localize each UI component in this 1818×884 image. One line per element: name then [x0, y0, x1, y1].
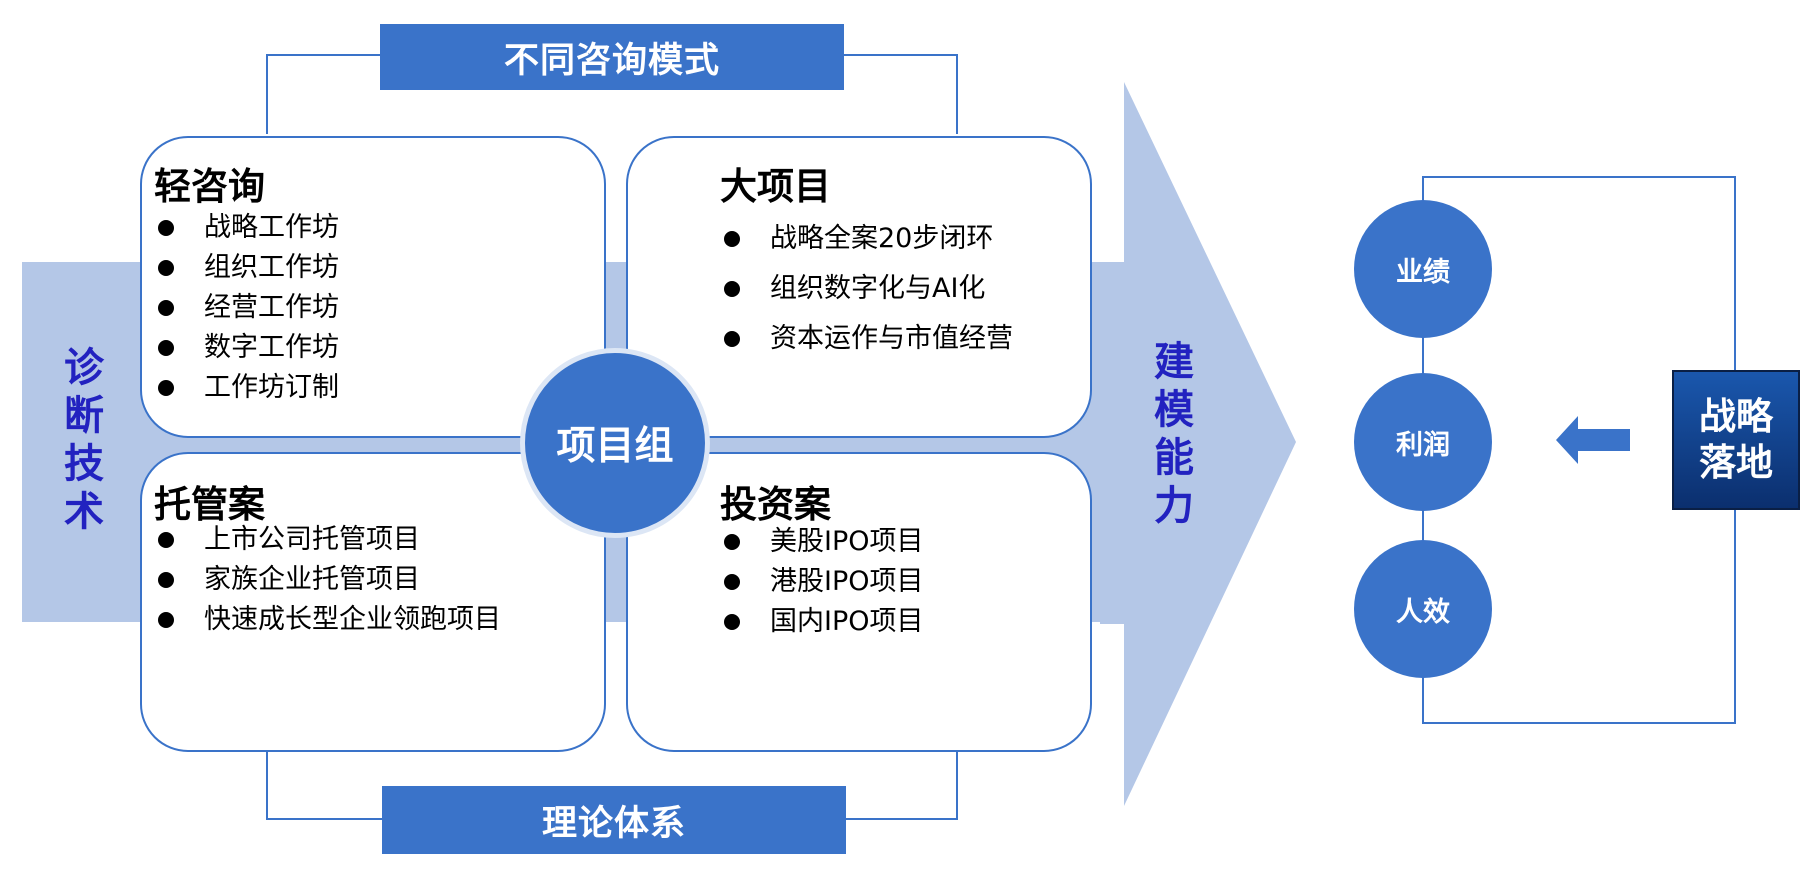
landing-text: 战略 落地	[1699, 394, 1773, 486]
list-item: 战略工作坊	[158, 208, 339, 248]
list-item: 家族企业托管项目	[158, 560, 501, 600]
list-item: 快速成长型企业领跑项目	[158, 600, 501, 640]
list-item: 经营工作坊	[158, 288, 339, 328]
bullet-list: 战略工作坊 组织工作坊 经营工作坊 数字工作坊 工作坊订制	[158, 208, 339, 408]
list-item: 上市公司托管项目	[158, 520, 501, 560]
diagnosis-label: 诊断技术	[64, 345, 104, 535]
list-item: 战略全案20步闭环	[724, 214, 1013, 264]
header-title: 不同咨询模式	[503, 40, 720, 81]
list-item: 港股IPO项目	[724, 562, 924, 602]
kpi-label: 业绩	[1396, 256, 1450, 288]
footer-title-bar: 理论体系	[382, 786, 846, 854]
quadrant-title: 大项目	[720, 165, 831, 208]
kpi-performance: 业绩	[1354, 200, 1492, 338]
left-arrow-icon	[1556, 416, 1630, 464]
strategy-landing-box: 战略 落地	[1672, 370, 1800, 510]
modeling-ability-label: 建模能力	[1154, 339, 1194, 529]
kpi-label: 利润	[1396, 429, 1450, 461]
list-item: 组织数字化与AI化	[724, 264, 1013, 314]
quadrant-title: 托管案	[154, 483, 265, 526]
quadrant-hosted-case: 托管案 上市公司托管项目 家族企业托管项目 快速成长型企业领跑项目	[140, 452, 606, 752]
bullet-list: 上市公司托管项目 家族企业托管项目 快速成长型企业领跑项目	[158, 520, 501, 640]
quadrant-light-consulting: 轻咨询 战略工作坊 组织工作坊 经营工作坊 数字工作坊 工作坊订制	[140, 136, 606, 438]
landing-line: 落地	[1699, 441, 1773, 484]
list-item: 资本运作与市值经营	[724, 314, 1013, 364]
list-item: 数字工作坊	[158, 328, 339, 368]
quadrant-title: 轻咨询	[154, 165, 265, 208]
landing-line: 战略	[1699, 395, 1773, 438]
list-item: 组织工作坊	[158, 248, 339, 288]
project-team-circle: 项目组	[520, 348, 710, 538]
arrow-shape	[1556, 416, 1630, 464]
list-item: 工作坊订制	[158, 368, 339, 408]
header-title-bar: 不同咨询模式	[380, 24, 844, 90]
quadrant-investment-case: 投资案 美股IPO项目 港股IPO项目 国内IPO项目	[626, 452, 1092, 752]
quadrant-big-project: 大项目 战略全案20步闭环 组织数字化与AI化 资本运作与市值经营	[626, 136, 1092, 438]
list-item: 美股IPO项目	[724, 522, 924, 562]
bullet-list: 美股IPO项目 港股IPO项目 国内IPO项目	[724, 522, 924, 642]
project-team-label: 项目组	[556, 424, 674, 469]
kpi-efficiency: 人效	[1354, 540, 1492, 678]
kpi-label: 人效	[1396, 596, 1450, 628]
arrow-shape	[1100, 82, 1296, 806]
list-item: 国内IPO项目	[724, 602, 924, 642]
quadrant-title: 投资案	[720, 483, 831, 526]
bullet-list: 战略全案20步闭环 组织数字化与AI化 资本运作与市值经营	[724, 214, 1013, 364]
footer-title: 理论体系	[541, 803, 686, 844]
modeling-arrow	[1100, 82, 1296, 806]
kpi-profit: 利润	[1354, 373, 1492, 511]
